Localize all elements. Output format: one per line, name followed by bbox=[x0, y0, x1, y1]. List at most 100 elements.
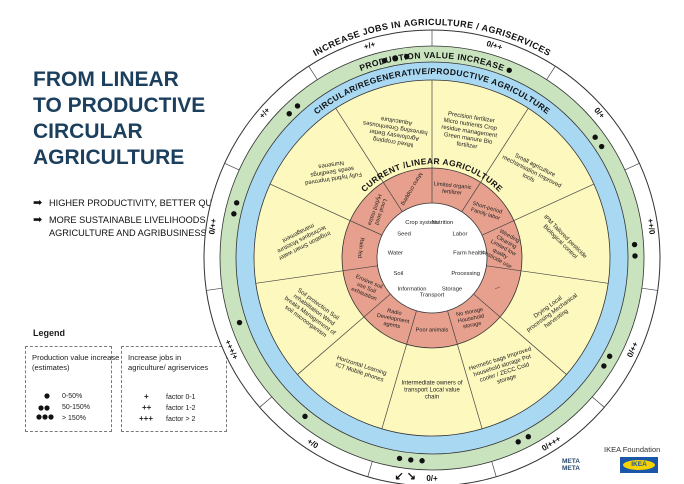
linear-item: Poor animals bbox=[416, 327, 449, 333]
center-label: Seed bbox=[397, 231, 411, 237]
job-factor-label: ++/0 bbox=[646, 218, 657, 236]
legend-production-row: > 150% bbox=[62, 415, 86, 422]
benefit-text: HIGHER PRODUCTIVITY, BETTER QUALITY bbox=[49, 198, 238, 208]
production-dot bbox=[408, 457, 414, 463]
circular-item-line: transport Local value bbox=[404, 388, 460, 394]
jobs-divider bbox=[224, 162, 240, 171]
legend-jobs-row: factor > 2 bbox=[166, 416, 196, 423]
jobs-divider bbox=[308, 66, 318, 80]
production-dot bbox=[515, 439, 521, 445]
legend-production-box: Production value increase (estimates) 0-… bbox=[25, 346, 119, 432]
linear-item: Rain fed bbox=[356, 237, 365, 258]
sector-divider bbox=[447, 310, 483, 429]
benefit-item: ➡ MORE SUSTAINABLE LIVELIHOODS IN bbox=[33, 214, 243, 227]
linear-item: No storageHouseholdstorage bbox=[456, 307, 487, 331]
center-label: Processing bbox=[451, 271, 480, 277]
production-dot bbox=[601, 363, 607, 369]
production-dot bbox=[525, 433, 532, 440]
linear-item-line: storage bbox=[463, 321, 482, 331]
linear-item-line: fertilizer bbox=[442, 189, 462, 197]
production-dot bbox=[419, 458, 425, 464]
linear-item-line: agents bbox=[383, 321, 401, 330]
legend-jobs-row: factor 1-2 bbox=[166, 405, 196, 412]
production-dot bbox=[233, 200, 240, 206]
benefit-list: ➡ HIGHER PRODUCTIVITY, BETTER QUALITY ➡ … bbox=[33, 197, 243, 240]
jobs-divider bbox=[546, 66, 556, 80]
title-line: TO PRODUCTIVE bbox=[33, 94, 206, 117]
center-label: Transport bbox=[420, 293, 445, 299]
linear-item-line: Household bbox=[457, 313, 484, 324]
production-dot bbox=[396, 455, 403, 462]
title-line: AGRICULTURE bbox=[33, 146, 185, 169]
center-label: Farm health bbox=[453, 250, 484, 256]
sector-divider bbox=[461, 108, 529, 212]
production-dot bbox=[286, 110, 292, 117]
center-label: Soil bbox=[394, 271, 404, 277]
legend-jobs-box: Increase jobs in agriculture/ agriservic… bbox=[121, 346, 227, 432]
benefit-text: AGRICULTURE AND AGRIBUSINESS bbox=[49, 228, 207, 238]
job-factor-label: +/+ bbox=[363, 40, 377, 52]
production-dot bbox=[294, 103, 301, 109]
legend-production-row: 50-150% bbox=[62, 404, 91, 411]
sector-divider bbox=[486, 265, 609, 284]
center-label: Crop system bbox=[405, 220, 438, 226]
jobs-divider bbox=[591, 396, 605, 408]
jobs-divider bbox=[641, 287, 658, 291]
arrow-right-icon: ➡ bbox=[33, 214, 43, 226]
linear-item-line: --- bbox=[494, 284, 502, 292]
jobs-divider bbox=[367, 461, 373, 477]
production-dot bbox=[631, 241, 638, 248]
center-label: Water bbox=[388, 250, 403, 256]
legend-jobs-row: factor 0-1 bbox=[166, 394, 196, 401]
production-dot bbox=[606, 353, 613, 359]
linear-item-line: Rain fed bbox=[356, 237, 365, 258]
benefit-item: AGRICULTURE AND AGRIBUSINESS bbox=[33, 227, 243, 240]
circular-item-line: Aquaculture bbox=[380, 115, 413, 126]
page-title: FROM LINEAR TO PRODUCTIVE CIRCULAR AGRIC… bbox=[33, 67, 233, 171]
sector-divider bbox=[297, 293, 391, 375]
ikea-logo-text: IKEA bbox=[623, 460, 655, 470]
legend-title: Legend bbox=[33, 328, 66, 338]
job-factor-label: 0/++ bbox=[207, 218, 218, 235]
center-label: Information bbox=[397, 287, 426, 293]
circular-item-line: tools bbox=[521, 173, 535, 184]
production-dot bbox=[598, 143, 605, 150]
rotate-arrows-icon: ↙ ↘ bbox=[394, 470, 416, 482]
production-dot bbox=[403, 53, 410, 60]
legend-jobs-header: Increase jobs in agriculture/ agriservic… bbox=[128, 353, 209, 372]
circular-item-line: Nurseries bbox=[318, 159, 344, 169]
linear-item-line: Limited organic bbox=[433, 181, 472, 191]
circular-item-line: chain bbox=[425, 395, 439, 401]
production-dot bbox=[392, 55, 399, 62]
circular-item-line: Intermediate owners of bbox=[401, 380, 462, 386]
production-dot bbox=[506, 67, 512, 73]
benefit-item: ➡ HIGHER PRODUCTIVITY, BETTER QUALITY bbox=[33, 197, 243, 210]
metameta-logo-text: META META bbox=[562, 458, 580, 472]
linear-item: WeedingCleaningLimited lowqualitypestici… bbox=[481, 226, 525, 270]
ikea-logo: IKEA bbox=[620, 457, 658, 473]
circular-item: Intermediate owners of transport Local va… bbox=[401, 380, 462, 400]
jobs-divider bbox=[259, 396, 273, 408]
legend-jobs-symbol: ++ bbox=[142, 403, 152, 412]
linear-item: Limited organicfertilizer bbox=[433, 181, 472, 197]
sector-divider bbox=[473, 293, 567, 375]
title-line: CIRCULAR bbox=[33, 120, 143, 143]
linear-item-line: Poor animals bbox=[416, 327, 449, 333]
center-label: Labor bbox=[453, 231, 468, 237]
job-factor-label: 0/++ bbox=[485, 39, 503, 52]
linear-item: --- bbox=[494, 284, 502, 292]
title-line: FROM LINEAR bbox=[33, 68, 179, 91]
legend-jobs-symbol: + bbox=[144, 392, 149, 401]
two-dots-icon bbox=[38, 402, 52, 415]
jobs-divider bbox=[624, 162, 640, 171]
jobs-divider bbox=[491, 461, 497, 477]
sector-divider bbox=[255, 265, 378, 284]
legend-jobs-symbol: +++ bbox=[139, 414, 154, 423]
arrow-right-icon: ➡ bbox=[33, 197, 43, 209]
sector-divider bbox=[269, 183, 383, 236]
one-dot-icon bbox=[44, 392, 52, 402]
foundation-credit: IKEA Foundation bbox=[604, 445, 661, 454]
production-dot bbox=[302, 413, 308, 420]
benefit-text: MORE SUSTAINABLE LIVELIHOODS IN bbox=[49, 215, 218, 225]
